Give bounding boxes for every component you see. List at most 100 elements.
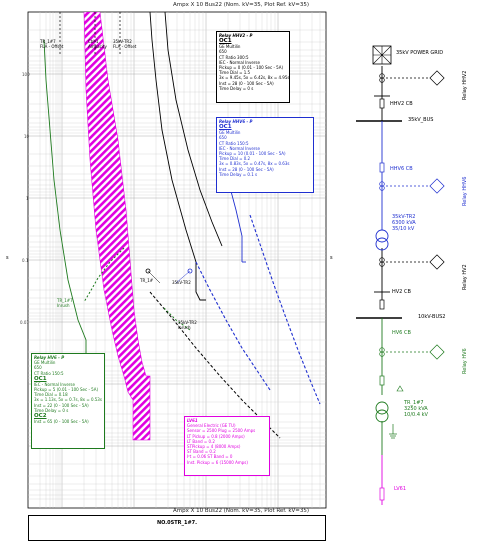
sheet-name: NO.0STR_1#7.	[156, 520, 198, 526]
svg-text:100: 100	[22, 72, 30, 77]
lv61-box: LV61 General Electric (GE TU) Sensor = 2…	[184, 416, 270, 476]
relay-hv2-label: Relay HV2	[462, 264, 468, 290]
lv61-line: I²t = 0.06 ST Band = 0	[187, 454, 233, 460]
relay-hhv6-header: Relay HHV6 - P	[219, 119, 253, 124]
bus-label: 35kV_BUS	[408, 117, 434, 123]
relay-hhv6-line: Time Delay = 0.1 s	[219, 171, 258, 177]
relay-hhv2-line: Time Dial = 1.5	[219, 70, 251, 76]
relay-hhv6-box: Relay HHV6 - P OC1 GE Multilin 650 CT Ra…	[216, 117, 314, 193]
svg-text:1: 1	[26, 196, 29, 201]
relay-hhv6-line: 3x = 0.83s, 5x = 0.47s, 8x = 0.63s	[219, 161, 290, 167]
relay-hv6-label: Relay HV6	[462, 348, 468, 374]
relay-hhv2-line: GE Multilin	[219, 44, 241, 50]
hhv6-ct	[379, 181, 432, 191]
tr1-kva: 3250 kVA	[404, 406, 428, 412]
relay-hhv2-oc: OC1	[219, 38, 232, 45]
lv61-line: General Electric (GE TU)	[187, 423, 236, 429]
relay-hv6-line: 3x = 1.13s, 5x = 0.7s, 8x = 0.53s	[34, 397, 102, 403]
relay-hv6-line: IEC - Normal Inverse	[34, 381, 75, 387]
relay-hv6-symbol	[429, 344, 445, 360]
plot-title-bottom: Ampx X 10 Bus22 (Nom. kV=35, Plot Ref. k…	[172, 508, 310, 514]
lv61-cb-symbol	[379, 487, 385, 501]
relay-hv6-curve	[43, 39, 87, 362]
lv61-line: ST Band = 0.2	[187, 449, 216, 455]
hv6-cb-symbol	[379, 375, 385, 386]
relay-hv6-dashed-2	[163, 307, 191, 331]
lv61-line: LT Band = 0.2	[187, 438, 215, 444]
tr2-kv: 35/10 kV	[392, 226, 415, 232]
tr1-mid-label: TR_1#	[140, 278, 154, 283]
power-grid-symbol	[372, 45, 392, 65]
relay-hhv6-line: GE Multilin	[219, 130, 241, 136]
relay-hhv2-label: Relay HHV2	[462, 70, 468, 100]
lv61-line: Inst. Pickup = 6 (15000 Amps)	[187, 459, 248, 465]
relay-hhv6-line: IEC - Normal Inverse	[219, 145, 260, 151]
tr2-transformer-symbol	[375, 229, 389, 251]
y-axis-label-right: s	[330, 255, 333, 261]
one-line-diagram	[356, 66, 402, 505]
ground-symbol	[389, 424, 397, 439]
relay-hhv6-line: Inst = 28 (0 - 100 Sec - 5A)	[219, 166, 274, 172]
tr2-kva: 6300 kVA	[392, 220, 416, 226]
tr2-name: 35kV-TR2	[392, 214, 416, 220]
tr1-kv: 10/0.4 kV	[404, 412, 428, 418]
relay-hv2-symbol	[429, 254, 445, 270]
relay-hhv2-line: 650	[219, 49, 227, 55]
relay-hv6-line: CT Ratio 150:5	[34, 370, 64, 376]
relay-hhv2-line: 3x = 9.45s, 5x = 6.42s, 8x = 4.95s	[219, 75, 290, 81]
relay-hhv2-curve	[149, 12, 206, 301]
y-axis-label-left: s	[6, 255, 9, 261]
relay-hv6-line: Time Dial = 0.18	[34, 392, 68, 398]
relay-hv6-oc2: OC2	[34, 413, 47, 420]
relay-hhv2-line: CT Ratio 300:5	[219, 54, 249, 60]
lv61-header: LV61	[187, 418, 198, 423]
relay-hhv6-line: Time Dial = 0.2	[219, 156, 251, 162]
hv2-ct	[379, 257, 432, 267]
hhv6-cb-label: HHV6 CB	[390, 166, 413, 172]
relay-hv6-box: Relay HV6 - P GE Multilin 650 CT Ratio 1…	[31, 353, 105, 449]
lv61-line: STPickup = 4 (8000 Amps)	[187, 444, 241, 450]
svg-text:0.1: 0.1	[22, 258, 29, 263]
relay-hhv2-box: Relay HHV2 - P OC1 GE Multilin 650 CT Ra…	[216, 31, 290, 103]
hhv2-cb-symbol	[379, 98, 385, 109]
relay-hv6-line: GE Multilin	[34, 360, 56, 366]
hhv2-cb-label: HHV2 CB	[390, 101, 413, 107]
lv61-line: Sensor = 2500 Plug = 2500 Amps	[187, 428, 256, 434]
relay-hhv2-line: Inst = 28 (0 - 100 Sec - 5A)	[219, 80, 274, 86]
relay-hhv6-symbol	[429, 178, 445, 194]
relay-hhv2-header: Relay HHV2 - P	[219, 33, 253, 38]
relay-hhv2-line: Time Delay = 0 s	[219, 85, 254, 91]
relay-hhv2-line: IEC - Normal Inverse	[219, 59, 260, 65]
tr2-damage-curve	[249, 214, 321, 405]
relay-hhv6-label: Relay HHV6	[462, 176, 468, 206]
hv2-cb-symbol	[379, 299, 385, 310]
relay-hv6-oc1: OC1	[34, 375, 47, 382]
hv2-cb-label: HV2 CB	[392, 289, 411, 295]
relay-hhv2-curve-2	[164, 12, 223, 247]
relay-hhv2-symbol	[429, 70, 445, 86]
bus2-label: 10kV-BUS2	[418, 314, 446, 320]
lv61-line: LT Pickup = 0.8 (2000 Amps)	[187, 433, 245, 439]
relay-hv6-line: Pickup = 5 (0.01 - 100 Sec - 5A)	[34, 387, 98, 393]
relay-hv6-line: Inst = 65 (0 - 100 Sec - 5A)	[34, 419, 89, 425]
tr1-name: TR_1#7	[404, 400, 424, 406]
svg-text:0.01: 0.01	[20, 320, 29, 325]
relay-hv6-header: Relay HV6 - P	[34, 355, 65, 360]
title-block: NO.0STR_1#7.	[28, 515, 326, 541]
relay-hhv6-oc: OC1	[219, 124, 232, 131]
tr1-transformer-symbol	[375, 401, 389, 423]
relay-hhv2-line: Pickup = 0 (0.01 - 100 Sec - 5A)	[219, 65, 283, 71]
relay-hhv6-line: CT Ratio 150:5	[219, 140, 249, 146]
tr2-mid-label: 35kV-TR2	[172, 280, 191, 285]
lv61-curve-band	[83, 12, 151, 441]
tr2-label: 35kV-TR2 6300 kVA 35/10 kV	[392, 214, 416, 232]
relay-hv6-line: 650	[34, 365, 42, 371]
tr2-damage-curve-2	[195, 261, 271, 391]
